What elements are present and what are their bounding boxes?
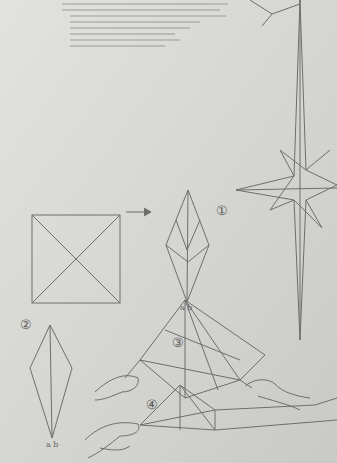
step-number: ③ xyxy=(172,336,184,349)
illegible-text-lines xyxy=(62,4,228,46)
point-letters: a b xyxy=(180,304,192,312)
step-number: ② xyxy=(20,318,32,331)
step-number: ④ xyxy=(146,398,158,411)
step-number: ① xyxy=(216,204,228,217)
point-letters: a b xyxy=(46,441,58,449)
folding-steps xyxy=(30,0,337,458)
